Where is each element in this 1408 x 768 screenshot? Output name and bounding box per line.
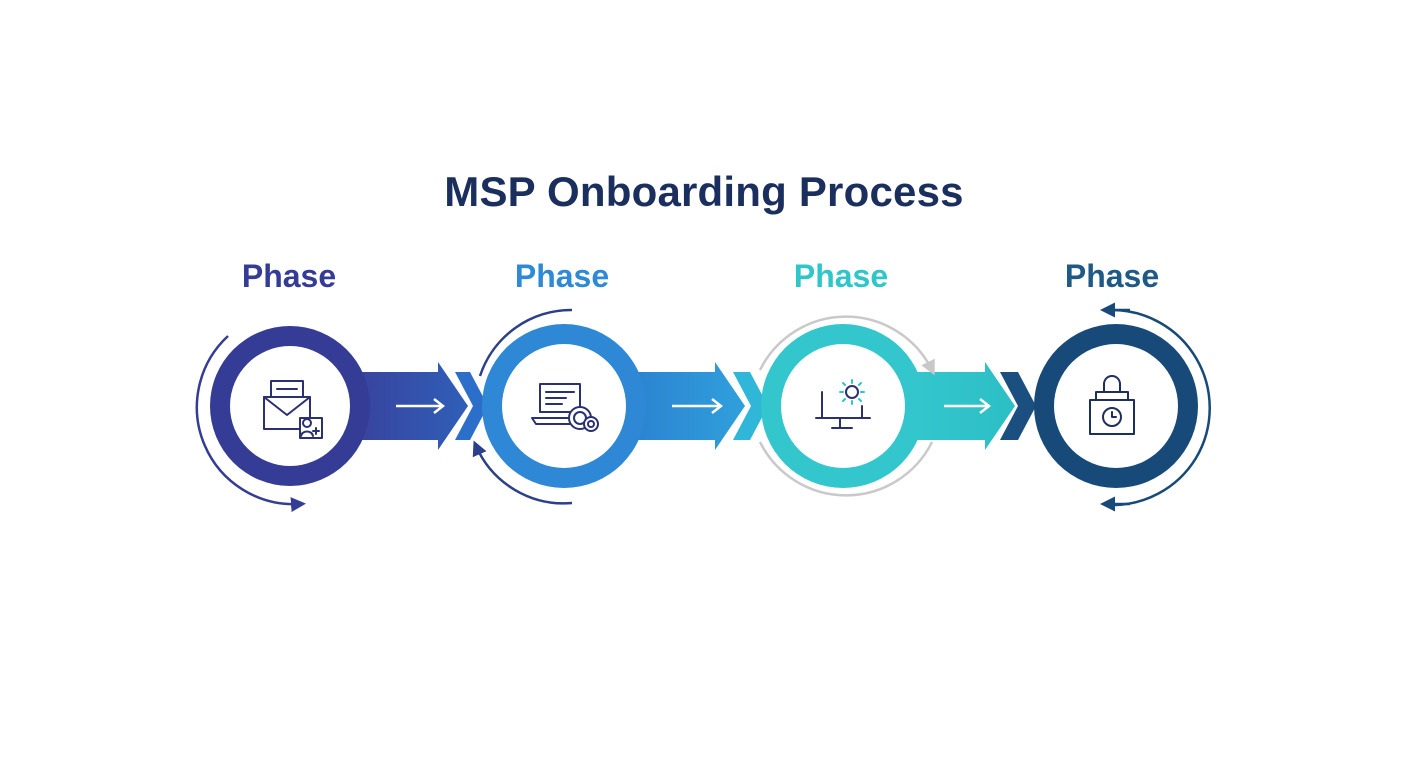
phase-1-orbit-arrow <box>195 335 306 513</box>
phase-3-orbit-arrows <box>758 315 935 497</box>
connector-4 <box>1000 372 1036 440</box>
page-title: MSP Onboarding Process <box>444 168 964 215</box>
lock-clock-icon <box>1089 375 1135 435</box>
connector-1 <box>340 362 468 450</box>
laptop-settings-icon <box>531 383 599 432</box>
phase-2-orbit-arrows <box>472 308 573 505</box>
monitor-gear-icon <box>815 379 871 429</box>
phase-3-label: Phase <box>793 258 889 294</box>
phase-1-node <box>210 326 370 486</box>
phase-1-label: Phase <box>241 258 337 294</box>
phase-4-orbit-arrows <box>1100 302 1211 512</box>
phase-3-node <box>761 324 925 488</box>
phase-2-node <box>482 324 646 488</box>
connector-2 <box>455 362 745 450</box>
phase-2-label: Phase <box>514 258 610 294</box>
phase-4-node <box>1034 324 1198 488</box>
phase-4-label: Phase <box>1064 258 1160 294</box>
envelope-user-icon <box>263 380 323 439</box>
